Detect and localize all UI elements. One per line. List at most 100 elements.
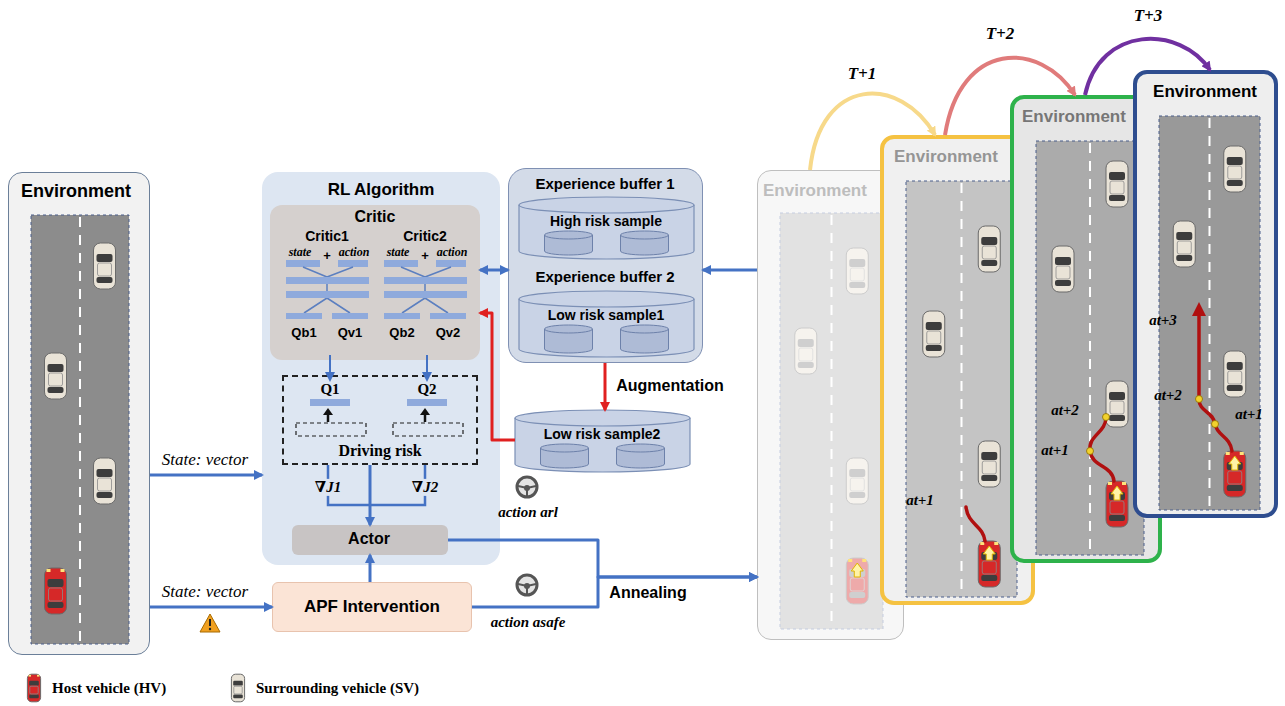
node-title: High risk sample bbox=[550, 213, 662, 229]
node-text: Qv1 bbox=[338, 326, 363, 341]
host-vehicle bbox=[846, 558, 868, 604]
surrounding-vehicle bbox=[923, 311, 945, 357]
car-window bbox=[798, 339, 814, 347]
headlight bbox=[980, 542, 984, 545]
car-window bbox=[48, 602, 64, 608]
cylinder-rim bbox=[545, 235, 593, 239]
surrounding-vehicle bbox=[1224, 351, 1246, 397]
car-roof bbox=[1110, 401, 1124, 414]
car-window bbox=[1109, 392, 1125, 400]
car-window bbox=[849, 259, 865, 267]
car-window bbox=[981, 552, 997, 560]
host-vehicle bbox=[45, 568, 67, 614]
node-text: + bbox=[323, 249, 331, 264]
node-title: APF Intervention bbox=[304, 597, 440, 617]
text-holder: Q1 bbox=[320, 380, 339, 398]
car-window bbox=[29, 681, 39, 686]
car-roof bbox=[850, 268, 864, 281]
node-text: action bbox=[437, 246, 468, 260]
node-title: Environment bbox=[894, 147, 998, 167]
waypoint-label: at+1 bbox=[1235, 406, 1263, 423]
risk-arrow-head bbox=[323, 408, 333, 415]
surrounding-vehicle bbox=[795, 328, 817, 374]
heading-arrow bbox=[983, 546, 995, 560]
warning-icon bbox=[200, 614, 220, 632]
headlight bbox=[47, 569, 51, 572]
legend-text: Surrounding vehicle (SV) bbox=[256, 680, 419, 697]
headlight bbox=[29, 675, 31, 677]
text-holder: Critic2 bbox=[403, 227, 447, 245]
node-text: state bbox=[387, 246, 410, 260]
text-holder: Environment bbox=[1153, 82, 1257, 102]
node-title: Q1 bbox=[320, 381, 339, 398]
text-holder: Qb2 bbox=[389, 323, 414, 341]
text-holder: action asafe bbox=[491, 613, 566, 631]
car-window bbox=[1227, 157, 1243, 165]
text-holder: Environment bbox=[894, 147, 998, 167]
car-window bbox=[48, 579, 64, 587]
car-window bbox=[1109, 492, 1125, 500]
car-roof bbox=[98, 478, 112, 491]
node-text: state bbox=[289, 246, 312, 260]
surrounding-vehicle bbox=[1106, 381, 1128, 427]
heading-arrow bbox=[851, 563, 863, 577]
risk-slot bbox=[393, 423, 463, 436]
trajectory-head bbox=[1192, 302, 1206, 316]
text-holder: action bbox=[339, 242, 370, 260]
headlight bbox=[1226, 452, 1230, 455]
text-holder: Qv1 bbox=[338, 323, 363, 341]
car-roof bbox=[982, 461, 996, 474]
car-window bbox=[97, 277, 113, 283]
gradient-label: ∇J1 bbox=[313, 479, 343, 496]
waypoint-label: at+2 bbox=[1051, 402, 1079, 419]
node-title: Critic2 bbox=[403, 228, 447, 244]
car-window bbox=[97, 469, 113, 477]
edge-label: T+2 bbox=[984, 24, 1017, 44]
road bbox=[31, 215, 129, 644]
steering-hub bbox=[524, 485, 530, 491]
headlight bbox=[1108, 482, 1112, 485]
layer-bar bbox=[384, 260, 418, 267]
waypoint bbox=[1087, 448, 1094, 455]
headlight bbox=[1240, 452, 1244, 455]
warning-mark bbox=[209, 628, 211, 630]
car-roof bbox=[982, 561, 996, 574]
host-vehicle bbox=[1106, 481, 1128, 527]
cylinder-rim bbox=[545, 329, 593, 333]
node-title: Critic bbox=[355, 208, 396, 226]
host-vehicle bbox=[1224, 451, 1246, 497]
car-roof bbox=[1110, 181, 1124, 194]
text-holder: + bbox=[323, 246, 331, 264]
car-roof bbox=[1228, 166, 1242, 179]
small-cylinder bbox=[621, 325, 669, 353]
text-holder: Q2 bbox=[417, 380, 436, 398]
lane-marking bbox=[1209, 118, 1211, 508]
node-title: Q2 bbox=[417, 381, 436, 398]
car-window bbox=[926, 322, 942, 330]
waypoint-label: at+3 bbox=[1149, 312, 1177, 329]
text-holder: Host vehicle (HV) bbox=[52, 679, 166, 697]
car-window bbox=[1055, 280, 1071, 286]
text-holder: at+2 bbox=[1051, 401, 1079, 419]
road bbox=[1036, 141, 1144, 555]
q-value: Q2 bbox=[407, 380, 447, 408]
car-window bbox=[233, 695, 243, 699]
layer-bar bbox=[286, 313, 322, 319]
car-roof bbox=[1177, 241, 1191, 254]
node-title: Environment bbox=[763, 181, 867, 201]
car-window bbox=[48, 364, 64, 372]
layer-link bbox=[303, 267, 353, 313]
headlight bbox=[1122, 482, 1126, 485]
cylinder-rim bbox=[519, 299, 694, 307]
surrounding-vehicle bbox=[846, 248, 868, 294]
text-holder: Low risk sample1 bbox=[548, 306, 665, 324]
connector bbox=[150, 606, 272, 609]
text-holder: Qv2 bbox=[436, 323, 461, 341]
steering-wheel bbox=[517, 477, 537, 497]
car-window bbox=[97, 492, 113, 498]
waypoint-label: at+1 bbox=[906, 492, 934, 509]
heading-arrow bbox=[1229, 456, 1241, 470]
text-holder: at+3 bbox=[1149, 311, 1177, 329]
layer-link bbox=[401, 267, 451, 313]
surrounding-vehicle bbox=[94, 458, 116, 504]
